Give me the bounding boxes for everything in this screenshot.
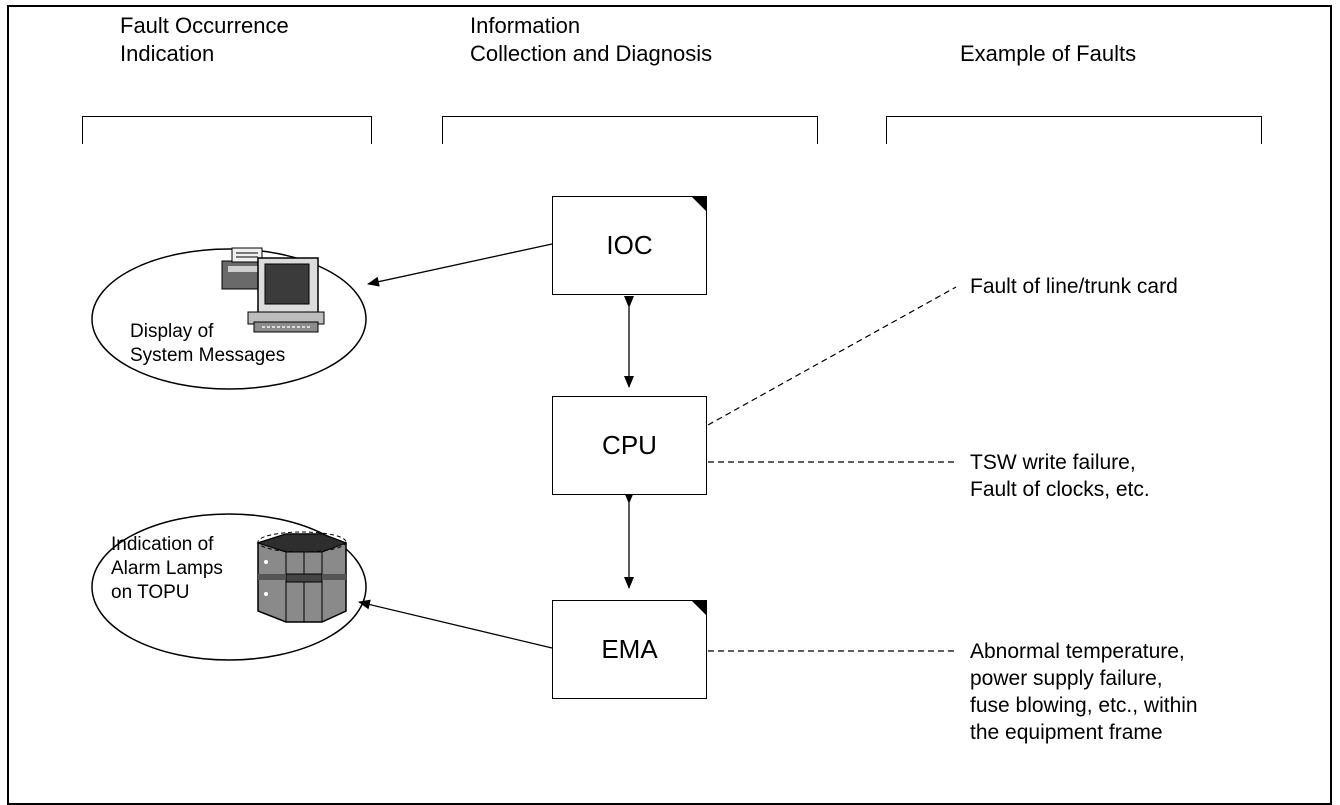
ema-label: EMA [601,634,658,664]
header-fault-indication: Fault Occurrence Indication [120,13,289,66]
fault-tsw-clock: TSW write failure, Fault of clocks, etc. [970,451,1150,501]
fault-line-trunk: Fault of line/trunk card [970,275,1178,298]
ema-corner-mark [692,601,706,615]
bracket-example-faults [886,116,1262,144]
printer-terminal-icon [221,247,325,333]
bracket-info-collection [442,116,818,144]
arrow-ioc-to-display [367,243,553,287]
alarm-lamps-label: Indication of Alarm Lamps on TOPU [111,534,223,603]
ioc-corner-mark [692,197,706,211]
ioc-box: IOC [552,196,707,295]
dash-cpu-line-trunk [707,286,957,426]
topu-cabinet-icon [256,531,348,623]
arrow-ema-to-lamps [358,599,553,649]
system-messages-label: Display of System Messages [130,321,286,366]
ema-box: EMA [552,600,707,699]
header-info-collection: Information Collection and Diagnosis [470,13,713,66]
ioc-label: IOC [606,230,653,260]
cpu-box: CPU [552,396,707,495]
fault-environment: Abnormal temperature, power supply failu… [970,640,1198,744]
bracket-fault-indication [82,116,372,144]
cpu-label: CPU [602,430,657,460]
header-example-faults: Example of Faults [960,41,1137,66]
